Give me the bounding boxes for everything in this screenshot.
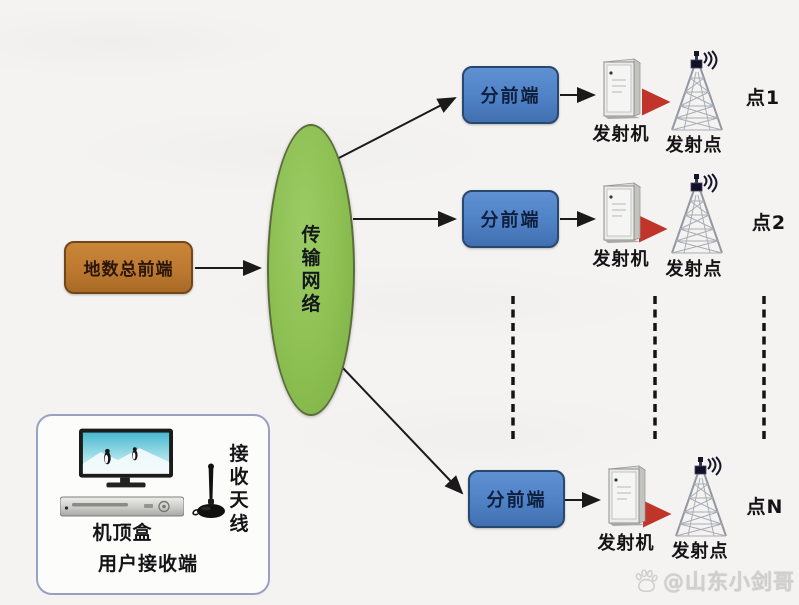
transmitter-label: 发射机 <box>597 533 655 554</box>
receiving-antenna-label: 接收天线 <box>229 443 249 535</box>
sub-frontend-label: 分前端 <box>480 210 541 231</box>
headend-node: 地数总前端 <box>64 241 193 294</box>
transmission-network-node: 传输网络 <box>267 124 355 416</box>
headend-label: 地数总前端 <box>83 260 174 280</box>
transmitter-cabinet-icon <box>602 182 642 243</box>
transmission-site-label: 发射点 <box>665 259 723 280</box>
transmitter-label: 发射机 <box>592 124 650 145</box>
transmitter-cabinet-icon <box>607 465 647 526</box>
radio-waves-icon <box>703 50 718 70</box>
sub-frontend-node-2: 分前端 <box>462 190 559 248</box>
radio-waves-icon <box>707 456 722 476</box>
transmission-network-label: 传输网络 <box>301 223 321 316</box>
sub-frontend-label: 分前端 <box>480 86 541 107</box>
site-point-label-2: 点2 <box>751 212 787 234</box>
paw-icon <box>635 568 658 592</box>
arrow-network-to-frontend-3 <box>340 365 464 495</box>
radio-waves-icon <box>703 173 718 193</box>
transmission-site-label: 发射点 <box>671 541 729 562</box>
transmitter-cabinet-icon <box>602 58 642 119</box>
sub-frontend-label: 分前端 <box>486 490 547 511</box>
set-top-box-icon <box>60 496 184 517</box>
transmission-site-label: 发射点 <box>665 135 723 156</box>
tv-icon <box>79 428 173 488</box>
set-top-box-label: 机顶盒 <box>92 522 153 544</box>
site-point-label-n: 点N <box>746 496 784 518</box>
transmitter-label: 发射机 <box>592 249 650 270</box>
watermark-text: @山东小剑哥 <box>663 570 795 594</box>
site-point-label-1: 点1 <box>745 87 781 109</box>
user-receiver-caption: 用户接收端 <box>97 553 198 575</box>
watermark: @山东小剑哥 <box>634 566 795 596</box>
receiving-antenna-icon <box>192 463 225 518</box>
sub-frontend-node-3: 分前端 <box>468 470 565 528</box>
transmission-tower-icon <box>675 456 727 537</box>
transmission-tower-icon <box>671 50 723 131</box>
arrow-network-to-frontend-1 <box>334 97 457 161</box>
sub-frontend-node-1: 分前端 <box>462 66 559 124</box>
transmission-tower-icon <box>671 173 723 254</box>
